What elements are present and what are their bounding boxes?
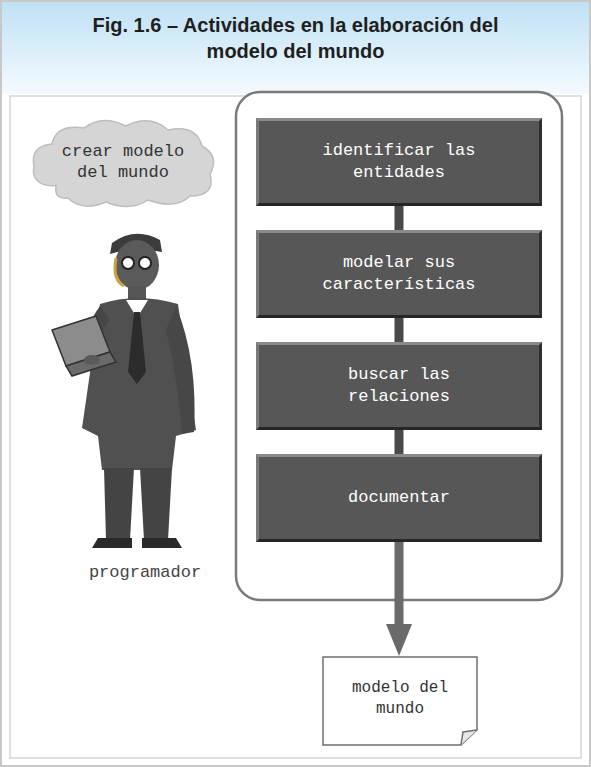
flow-arrow xyxy=(395,542,404,634)
title-band xyxy=(2,2,589,94)
figure-label: programador xyxy=(60,563,230,582)
node-text: identificar las entidades xyxy=(309,140,489,184)
step-connector xyxy=(395,318,404,342)
cloud-path xyxy=(33,120,213,206)
programmer-figure xyxy=(52,234,196,548)
thought-cloud: crear modelo del mundo xyxy=(26,116,220,208)
document-page xyxy=(323,657,477,745)
step-connector xyxy=(395,430,404,454)
node-text: crear modelo del mundo xyxy=(53,141,193,184)
document-shape: modelo del mundo xyxy=(322,656,478,746)
node-text: documentar xyxy=(309,487,489,509)
node-text: modelar sus características xyxy=(309,252,489,296)
figure-title: Fig. 1.6 – Actividades en la elaboración… xyxy=(60,12,531,64)
step-connector xyxy=(395,206,404,230)
content-panel xyxy=(10,96,581,758)
activity-container xyxy=(236,92,562,600)
activity-box: documentar xyxy=(256,454,542,542)
activity-box: identificar las entidades xyxy=(256,118,542,206)
cloud-outline xyxy=(26,116,220,208)
node-text: buscar las relaciones xyxy=(309,364,489,408)
document-fold xyxy=(461,730,477,745)
node-text: modelo del mundo xyxy=(344,678,456,720)
activity-box: buscar las relaciones xyxy=(256,342,542,430)
activity-box: modelar sus características xyxy=(256,230,542,318)
